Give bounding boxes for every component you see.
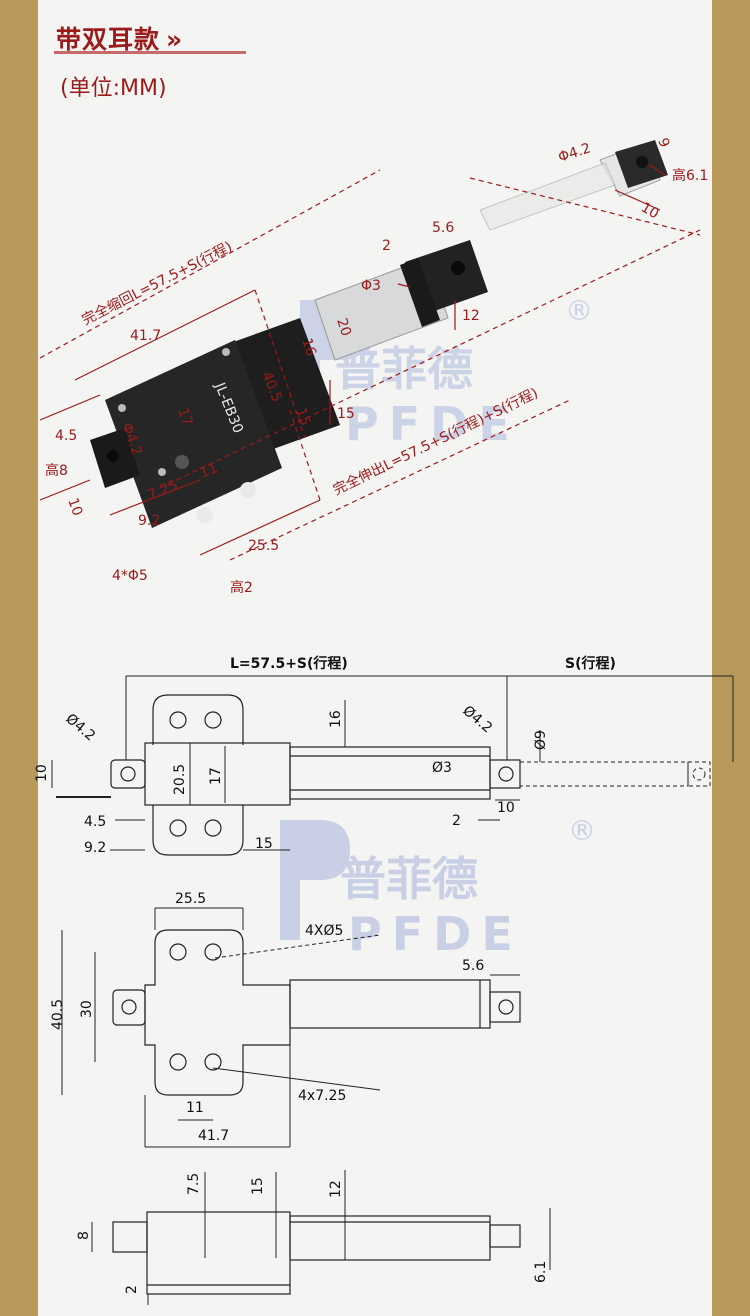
dim-15-inner: 15: [292, 406, 313, 428]
dim-40-5-front: 40.5: [50, 999, 66, 1030]
unit-label: (单位:MM): [60, 76, 167, 101]
dim-phi4-2-l: Ø4.2: [62, 711, 98, 745]
iso-view: 普菲德 PFDE ®: [39, 136, 708, 596]
dim-10b-top: 10: [497, 800, 515, 816]
watermark-logo-bottom: 普菲德 PFDE ®: [280, 814, 596, 961]
dim-7-5-side: 7.5: [186, 1173, 202, 1195]
watermark-registered: ®: [565, 294, 593, 327]
front-view: 25.5 4XØ5 40.5 30 5.6 11 4x7.25 41.7: [50, 891, 521, 1148]
dim-4x-phi5: 4XØ5: [305, 923, 343, 939]
dim-retracted-length: 完全缩回L=57.5+S(行程): [79, 238, 235, 329]
dim-9: 9: [654, 136, 672, 150]
dim-20-5: 20.5: [172, 764, 188, 795]
dim-phi3-top: Ø3: [432, 760, 452, 776]
watermark-en-2: PFDE: [348, 907, 523, 961]
dim-height-2: 高2: [230, 579, 253, 596]
dim-17-top: 17: [208, 767, 224, 785]
dim-17: 17: [174, 406, 195, 428]
dim-15-side: 15: [250, 1177, 266, 1195]
top-view: 普菲德 PFDE ®: [34, 655, 734, 961]
section-header: 带双耳款»: [54, 20, 246, 56]
dim-41-7: 41.7: [130, 328, 161, 344]
dim-10-right: 10: [638, 200, 661, 223]
watermark-cn-2: 普菲德: [340, 852, 478, 906]
side-view-outline: [112, 1211, 521, 1295]
dim-height-8: 高8: [45, 462, 68, 479]
watermark-en: PFDE: [345, 397, 520, 451]
dim-phi3: Φ3: [361, 278, 381, 294]
dim-L: L=57.5+S(行程): [230, 655, 348, 672]
dim-4-5-top: 4.5: [84, 814, 106, 830]
dim-phi9: Ø9: [533, 730, 549, 750]
side-view: 7.5 15 12 8 2 6.1: [76, 1170, 551, 1305]
dim-2: 2: [382, 238, 391, 254]
motor-body: JL-EB30: [90, 318, 340, 528]
dim-5-6-front: 5.6: [462, 958, 484, 974]
dim-4-5: 4.5: [55, 428, 77, 444]
watermark-registered-2: ®: [568, 814, 596, 847]
top-view-extension: [519, 761, 711, 787]
dim-9-2-top: 9.2: [84, 840, 106, 856]
dim-12-side: 12: [328, 1180, 344, 1198]
dim-phi4-2-r: Ø4.2: [459, 703, 495, 737]
section-title-text: 带双耳款: [56, 25, 161, 54]
dim-10-left: 10: [64, 496, 85, 518]
dim-height-6-1: 高6.1: [672, 167, 708, 184]
title-underline: [54, 51, 246, 54]
dim-2-top: 2: [452, 813, 461, 829]
iso-dimension-lines: [39, 164, 701, 561]
dim-15-right: 15: [337, 406, 355, 422]
front-view-dim-labels: 25.5 4XØ5 40.5 30 5.6 11 4x7.25 41.7: [50, 891, 484, 1144]
dim-8-side: 8: [76, 1231, 92, 1240]
actuator-front-end: [400, 240, 488, 327]
front-view-dim-lines: [61, 907, 520, 1148]
dim-30-front: 30: [79, 1000, 95, 1018]
side-view-dim-labels: 7.5 15 12 8 2 6.1: [76, 1173, 549, 1294]
side-view-dim-lines: [91, 1170, 551, 1305]
dim-16-top: 16: [328, 710, 344, 728]
dim-6-1-side: 6.1: [533, 1261, 549, 1283]
dim-2-side: 2: [124, 1285, 140, 1294]
chevron-down-icon: »: [166, 25, 184, 54]
dim-11-front: 11: [186, 1100, 204, 1116]
dim-5-6: 5.6: [432, 220, 454, 236]
rod-end-block: [615, 140, 668, 188]
dim-15-top: 15: [255, 836, 273, 852]
dim-12: 12: [462, 308, 480, 324]
dim-9-2: 9.2: [138, 513, 160, 529]
top-view-outline: [56, 694, 521, 856]
dim-10-top: 10: [34, 764, 50, 782]
dim-20: 20: [333, 316, 354, 338]
section-title: 带双耳款»: [56, 20, 183, 56]
dim-4x7-25: 4x7.25: [298, 1088, 346, 1104]
dim-41-7-front: 41.7: [198, 1128, 229, 1144]
dim-S: S(行程): [565, 655, 616, 672]
dim-phi4-2-right: Φ4.2: [556, 140, 593, 166]
dim-4-phi5: 4*Φ5: [112, 568, 148, 584]
dim-11: 11: [198, 460, 221, 482]
dim-25-5-front: 25.5: [175, 891, 206, 907]
dim-16: 16: [298, 336, 319, 358]
content-panel: 带双耳款» (单位:MM): [38, 0, 712, 1316]
dim-25-5: 25.5: [248, 538, 279, 554]
top-view-dim-lines: [51, 675, 734, 851]
